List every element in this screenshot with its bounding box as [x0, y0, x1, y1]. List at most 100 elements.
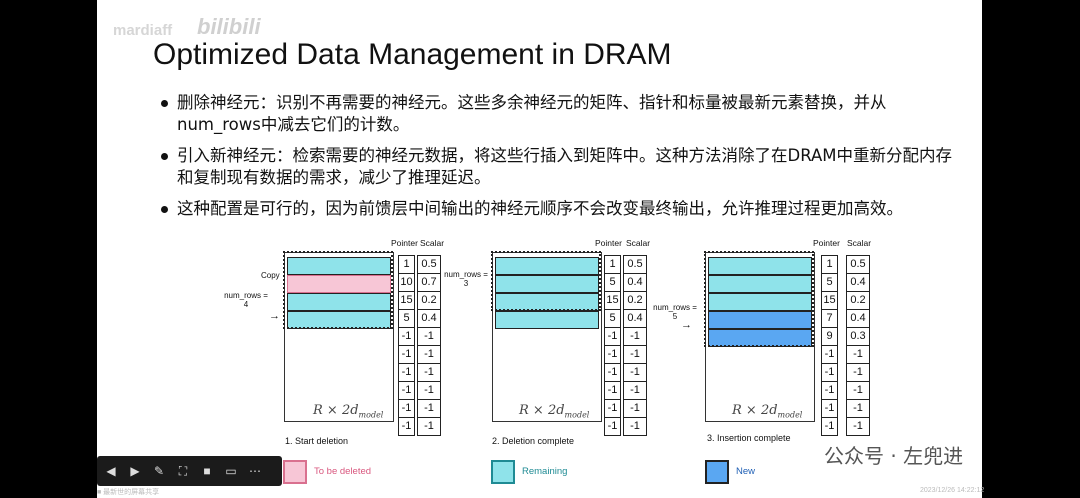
scalar-cell: -1	[418, 328, 440, 346]
matrix-caption: R × 2dmodel	[519, 403, 590, 420]
pointer-cell: 7	[822, 310, 837, 328]
scalar-cell: 0.2	[418, 292, 440, 310]
scalar-cell: 0.4	[847, 274, 869, 292]
legend-label: Remaining	[522, 466, 568, 477]
forward-icon[interactable]: ▶	[130, 464, 140, 478]
matrix-row-remaining	[287, 257, 391, 275]
pointer-cell: 1	[822, 256, 837, 274]
share-status: ■ 最新世的屏幕共享	[97, 489, 160, 496]
pointer-cell: -1	[399, 382, 414, 400]
chat-icon[interactable]: ▭	[225, 464, 237, 478]
bullet-text: 引入新神经元：检索需要的神经元数据，将这些行插入到矩阵中。这种方法消除了在DRA…	[177, 146, 953, 187]
active-rows-outline	[283, 251, 393, 329]
pointer-cell: -1	[401, 420, 412, 432]
scalar-header: Scalar	[626, 238, 651, 248]
matrix-row-remaining	[495, 257, 599, 275]
pointer-cell: -1	[605, 382, 620, 400]
back-icon[interactable]: ◀	[106, 464, 116, 478]
matrix-2: R × 2dmodel	[492, 252, 602, 422]
scalar-cell: -1	[847, 364, 869, 382]
pointer-cell: -1	[822, 382, 837, 400]
legend-swatch-remaining	[491, 460, 515, 484]
scalar-cell: -1	[424, 420, 434, 432]
matrix-caption: R × 2dmodel	[732, 403, 803, 420]
legend-label: New	[736, 466, 756, 477]
scalar-cell: 0.5	[418, 256, 440, 274]
pointer-cell: 1	[399, 256, 414, 274]
bullet-text: 删除神经元：识别不再需要的神经元。这些多余神经元的矩阵、指针和标量被最新元素替换…	[177, 93, 887, 134]
slide-title: Optimized Data Management in DRAM	[153, 38, 672, 71]
bullet-list: 删除神经元：识别不再需要的神经元。这些多余神经元的矩阵、指针和标量被最新元素替换…	[159, 92, 959, 229]
pointer-cell: -1	[399, 328, 414, 346]
scalar-cell: 0.5	[624, 256, 646, 274]
scalar-cell: -1	[853, 420, 863, 432]
timestamp: 2023/12/26 14:22:12	[920, 487, 985, 494]
scalar-cell: 0.3	[847, 328, 869, 346]
wechat-watermark: 公众号 · 左兜进	[824, 444, 964, 468]
scalar-cell: -1	[624, 364, 646, 382]
pointer-cell: 5	[605, 310, 620, 328]
scalar-cell: -1	[847, 382, 869, 400]
scalar-cell: -1	[418, 346, 440, 364]
pen-icon[interactable]: ✎	[153, 464, 165, 478]
slide: mardiaff bilibili Optimized Data Managem…	[97, 0, 982, 498]
pointer-cell: 5	[399, 310, 414, 328]
pointer-cell: 5	[822, 274, 837, 292]
bullet-dot-icon	[161, 100, 168, 107]
screen-share-toolbar: ◀ ▶ ✎ ⛶ ■ ▭ ⋯	[97, 456, 282, 486]
matrix-3: R × 2dmodel	[705, 252, 815, 422]
step-label: 2. Deletion complete	[492, 436, 575, 446]
step-label: 3. Insertion complete	[707, 433, 791, 443]
step-label: 1. Start deletion	[285, 436, 349, 446]
arrow-right-icon: →	[269, 310, 280, 322]
scalar-cell: -1	[847, 400, 869, 418]
pointer-cell: -1	[605, 328, 620, 346]
pointer-cell: 10	[399, 274, 414, 292]
pointer-cell: 15	[399, 292, 414, 310]
scalar-cell: 0.4	[847, 310, 869, 328]
scalar-cell: 0.4	[624, 274, 646, 292]
num-rows-label: num_rows =3	[444, 270, 488, 288]
scalar-cell: -1	[847, 346, 869, 364]
matrix-row-to-be-deleted	[287, 275, 391, 293]
scalar-cell: -1	[624, 382, 646, 400]
watermark-author: mardiaff	[113, 22, 173, 39]
bullet-item: 删除神经元：识别不再需要的神经元。这些多余神经元的矩阵、指针和标量被最新元素替换…	[159, 92, 959, 136]
pointer-cell: 15	[822, 292, 837, 310]
pointer-cell: -1	[399, 346, 414, 364]
pointer-cell: -1	[824, 420, 835, 432]
active-rows-outline	[704, 251, 814, 347]
pointer-cell: -1	[822, 364, 837, 382]
bullet-item: 这种配置是可行的，因为前馈层中间输出的神经元顺序不会改变最终输出，允许推理过程更…	[159, 198, 959, 220]
pointer-header: Pointer	[813, 238, 840, 248]
bullet-dot-icon	[161, 206, 168, 213]
pointer-cell: -1	[822, 346, 837, 364]
pointer-cell: -1	[399, 364, 414, 382]
pointer-header: Pointer	[391, 238, 418, 248]
scalar-header: Scalar	[420, 238, 445, 248]
matrix-row-remaining	[708, 257, 812, 275]
pointer-cell: 5	[605, 274, 620, 292]
scalar-cell: 0.4	[624, 310, 646, 328]
scalar-cell: -1	[418, 400, 440, 418]
scalar-cell: -1	[624, 346, 646, 364]
pointer-cell: -1	[605, 364, 620, 382]
pointer-cell: -1	[822, 400, 837, 418]
more-icon[interactable]: ⋯	[249, 464, 261, 478]
bullet-dot-icon	[161, 153, 168, 160]
scalar-cell: 0.4	[418, 310, 440, 328]
pointer-cell: 15	[605, 292, 620, 310]
num-rows-label: num_rows =5	[653, 303, 697, 321]
matrix-row-new	[708, 311, 812, 329]
scalar-cell: 0.2	[847, 292, 869, 310]
bullet-item: 引入新神经元：检索需要的神经元数据，将这些行插入到矩阵中。这种方法消除了在DRA…	[159, 145, 959, 189]
matrix-row-remaining	[287, 293, 391, 311]
matrix-row-remaining	[708, 275, 812, 293]
camera-icon[interactable]: ■	[203, 464, 211, 478]
scalar-cell: -1	[624, 400, 646, 418]
screenshot-icon[interactable]: ⛶	[178, 464, 188, 478]
